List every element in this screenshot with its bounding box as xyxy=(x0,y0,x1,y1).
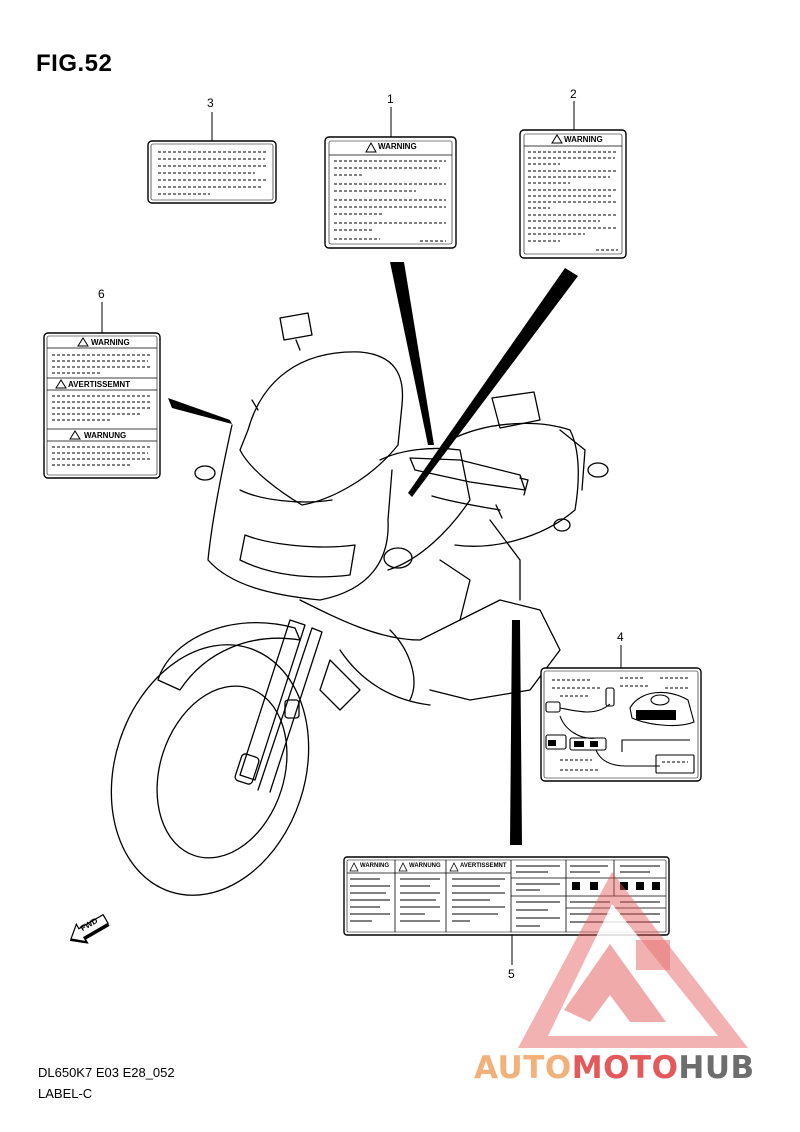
label-6-warning: WARNING xyxy=(91,338,130,347)
label-6-avertissement: AVERTISSEMNT xyxy=(68,380,131,389)
fwd-arrow-icon xyxy=(69,913,110,944)
callout-3: 3 xyxy=(207,96,214,110)
watermark-hub: HUB xyxy=(678,1050,755,1086)
callout-4: 4 xyxy=(617,630,624,644)
label-3 xyxy=(147,140,277,204)
label-1-warning: WARNING xyxy=(378,142,417,151)
callout-lines xyxy=(101,101,622,965)
callout-5: 5 xyxy=(508,967,515,981)
section-name: LABEL-C xyxy=(38,1086,93,1101)
label-5-warnung: WARNUNG xyxy=(409,863,441,869)
callout-6: 6 xyxy=(98,287,105,301)
label-6 xyxy=(43,332,161,479)
watermark-auto: AUTO xyxy=(474,1050,572,1086)
label-2-warning: WARNING xyxy=(564,135,603,144)
callout-2: 2 xyxy=(570,87,577,101)
motorcycle-outline xyxy=(110,312,609,896)
callout-1: 1 xyxy=(387,92,394,106)
label-6-warnung: WARNUNG xyxy=(84,431,127,440)
watermark-text: AUTOMOTOHUB xyxy=(474,1050,755,1086)
leader-lines xyxy=(168,262,578,845)
label-1 xyxy=(324,136,457,249)
model-code: DL650K7 E03 E28_052 xyxy=(38,1065,175,1080)
label-5 xyxy=(343,856,670,936)
label-5-avertissement: AVERTISSEMNT xyxy=(460,863,507,869)
watermark-logo xyxy=(518,872,748,1048)
watermark-moto: MOTO xyxy=(571,1050,679,1086)
label-2 xyxy=(519,129,627,259)
label-5-warning-1: WARNING xyxy=(360,863,389,869)
figure-title: FIG.52 xyxy=(36,50,113,77)
label-4 xyxy=(540,667,702,782)
